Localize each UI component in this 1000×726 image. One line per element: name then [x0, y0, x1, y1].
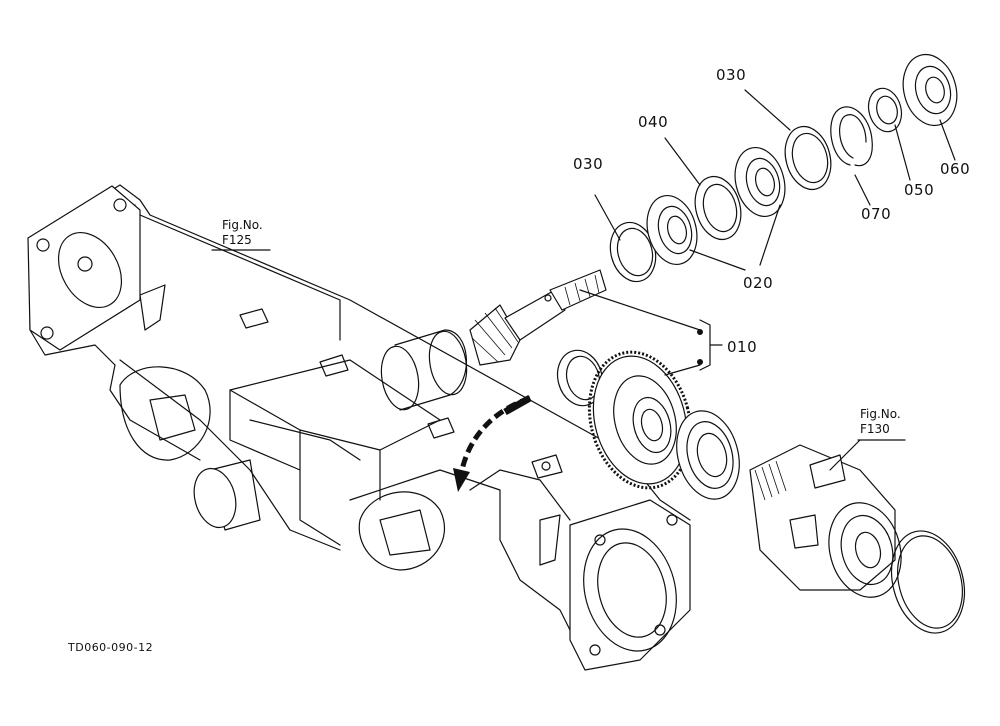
figure-reference-label: Fig.No. — [860, 407, 901, 421]
callout-030-left: 030 — [573, 155, 604, 173]
o-ring-inner — [897, 535, 963, 629]
figure-reference-f130: Fig.No. F130 — [860, 407, 901, 437]
ring-030-right — [784, 125, 832, 191]
figure-reference-label: Fig.No. — [222, 218, 263, 232]
leader-lines — [211, 89, 956, 471]
circlip-070 — [830, 106, 873, 167]
callout-050: 050 — [904, 181, 935, 199]
callout-030-right: 030 — [716, 66, 747, 84]
bevel-gear-part — [587, 350, 693, 490]
callout-010: 010 — [727, 338, 758, 356]
bearing-020-b — [734, 147, 786, 217]
callout-020: 020 — [743, 274, 774, 292]
snap-ring-inner — [565, 355, 601, 401]
snap-ring-part — [556, 349, 604, 407]
spacer-040 — [694, 175, 742, 241]
assembly-arrow — [453, 394, 532, 492]
bearing-020-a — [646, 195, 698, 265]
drawing-code: TD060-090-12 — [68, 641, 154, 654]
ball-bearing-part — [676, 410, 740, 500]
figure-reference-f125: Fig.No. F125 — [222, 218, 263, 248]
callout-070: 070 — [861, 205, 892, 223]
axle-housing — [27, 184, 691, 671]
o-ring-part — [891, 530, 965, 634]
callout-040: 040 — [638, 113, 669, 131]
figure-reference-number: F125 — [222, 233, 252, 247]
figure-reference-number: F130 — [860, 422, 890, 436]
collar-050 — [867, 87, 903, 133]
hub-assembly — [749, 444, 902, 598]
pinion-shaft-part — [469, 269, 607, 366]
callout-060: 060 — [940, 160, 971, 178]
oil-seal-060 — [902, 53, 958, 127]
